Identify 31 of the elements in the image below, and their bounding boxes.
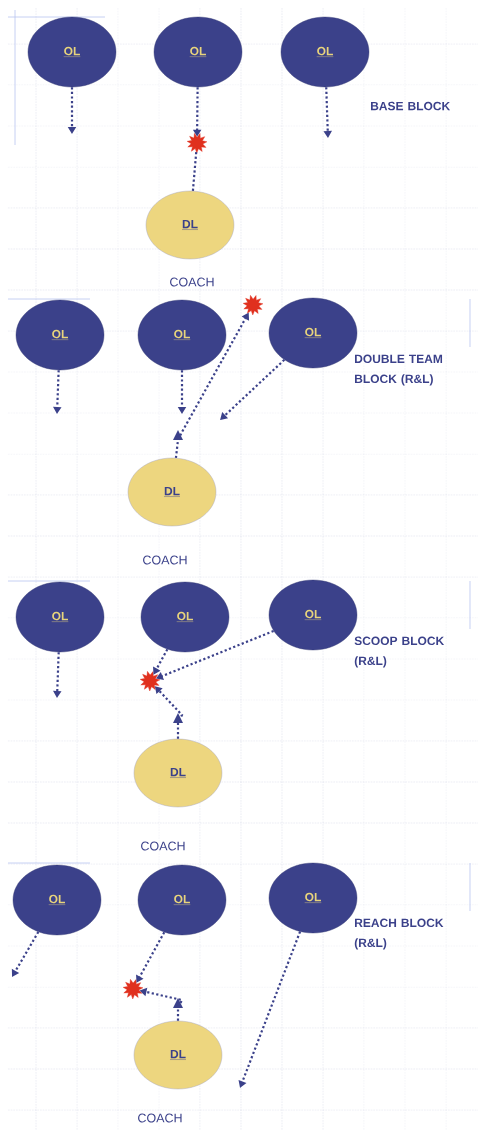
- player-oval: DL: [133, 738, 223, 808]
- arrow: [136, 931, 166, 983]
- player-oval: OL: [137, 864, 227, 936]
- collision-burst: [122, 979, 144, 1000]
- block-title: DOUBLE TEAM BLOCK (R&L): [355, 354, 443, 386]
- collision-burst: [139, 671, 161, 692]
- arrow: [11, 931, 40, 977]
- player-oval: DL: [127, 457, 217, 527]
- collision-burst: [242, 295, 264, 316]
- arrow: [238, 931, 302, 1088]
- coach-label: COACH: [143, 555, 187, 565]
- player-oval: OL: [140, 581, 230, 653]
- player-oval: OL: [12, 864, 102, 936]
- coach-label: COACH: [141, 841, 185, 851]
- coach-label: COACH: [138, 1113, 182, 1123]
- player-oval: OL: [153, 16, 243, 88]
- player-oval: OL: [137, 299, 227, 371]
- player-oval: OL: [15, 299, 105, 371]
- arrow: [153, 648, 169, 675]
- player-oval: OL: [280, 16, 370, 88]
- collision-burst: [186, 133, 208, 154]
- arrow: [156, 629, 274, 680]
- player-oval: DL: [133, 1020, 223, 1090]
- arrow: [53, 652, 62, 698]
- block-title: BASE BLOCK: [371, 101, 451, 111]
- player-oval: OL: [27, 16, 117, 88]
- player-oval: DL: [145, 190, 235, 260]
- player-oval: OL: [15, 581, 105, 653]
- arrow: [220, 359, 286, 420]
- arrow: [53, 370, 62, 414]
- coach-label: COACH: [170, 277, 214, 287]
